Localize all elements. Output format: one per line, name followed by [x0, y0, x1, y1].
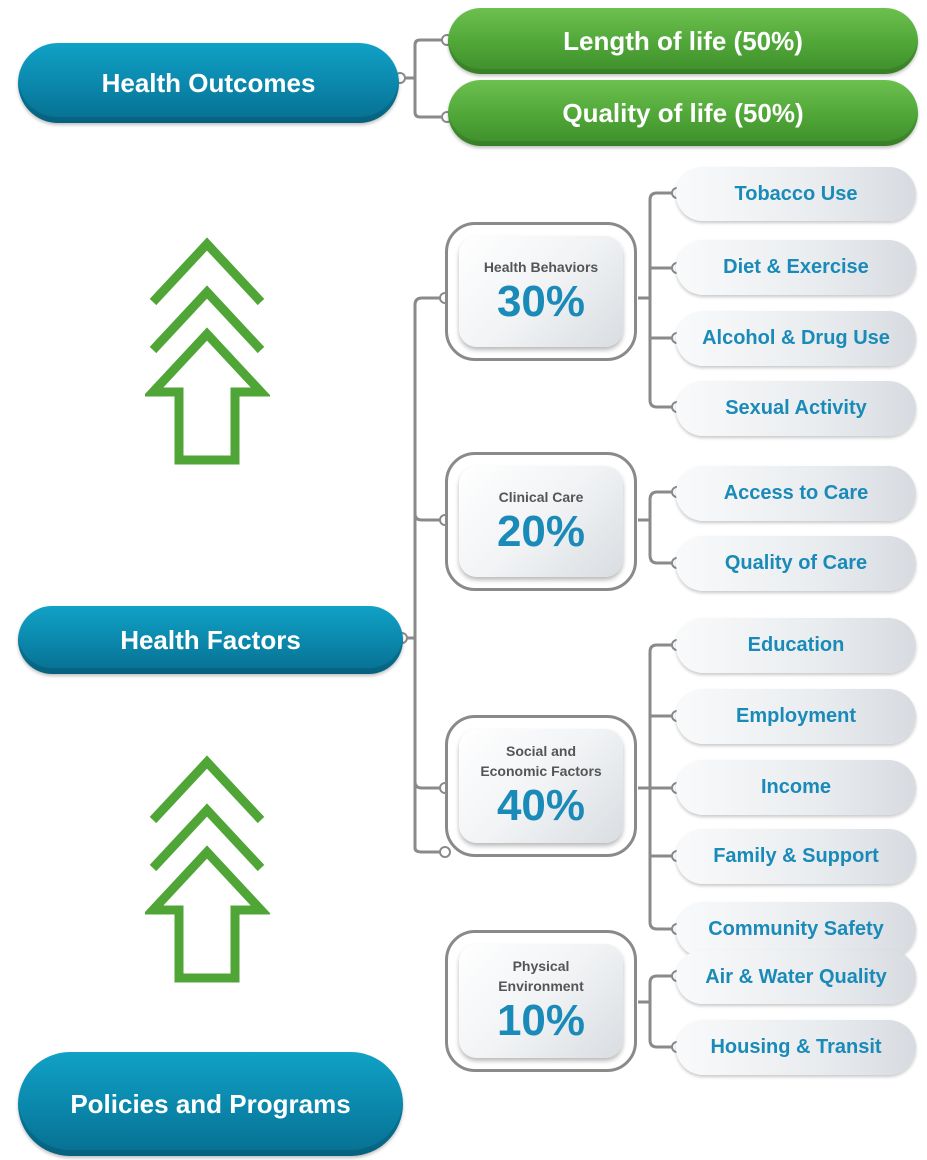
factor-item-label: Alcohol & Drug Use — [702, 327, 890, 349]
outcome-quality-of-life: Quality of life (50%) — [448, 80, 918, 146]
factor-item-label: Tobacco Use — [734, 182, 858, 205]
health-outcomes-pill: Health Outcomes — [18, 43, 399, 123]
factor-item-quality-of-care: Quality of Care — [676, 536, 916, 591]
category-title: Physical Environment — [498, 958, 584, 994]
category-physical-environment: Physical Environment 10% — [445, 930, 637, 1072]
factor-item-label: Housing & Transit — [710, 1036, 882, 1058]
factor-item-alcohol-drug-use: Alcohol & Drug Use — [676, 311, 916, 366]
factor-item-label: Income — [760, 776, 832, 798]
factor-item-sexual-activity: Sexual Activity — [676, 381, 916, 436]
factor-item-family-support: Family & Support — [676, 829, 916, 884]
factor-item-label: Diet & Exercise — [723, 256, 869, 278]
factor-item-label: Air & Water Quality — [705, 965, 887, 988]
factor-item-air-water-quality: Air & Water Quality — [676, 950, 916, 1004]
category-percent: 40% — [496, 781, 586, 830]
policies-programs-pill: Policies and Programs — [18, 1052, 403, 1156]
factor-item-tobacco-use: Tobacco Use — [676, 167, 916, 221]
category-percent: 10% — [496, 996, 586, 1045]
outcome-item-label: Length of life (50%) — [563, 25, 803, 56]
category-social-economic: Social and Economic Factors 40% — [445, 715, 637, 857]
factor-item-label: Family & Support — [713, 845, 879, 867]
factor-item-employment: Employment — [676, 689, 916, 744]
factor-item-label: Education — [747, 634, 845, 656]
factor-item-housing-transit: Housing & Transit — [676, 1020, 916, 1075]
health-outcomes-label: Health Outcomes — [101, 67, 316, 98]
factor-item-access-to-care: Access to Care — [676, 466, 916, 521]
factor-item-community-safety: Community Safety — [676, 902, 916, 957]
category-health-behaviors: Health Behaviors 30% — [445, 222, 637, 361]
category-clinical-care: Clinical Care 20% — [445, 452, 637, 591]
factor-item-label: Sexual Activity — [725, 397, 867, 419]
policies-programs-label: Policies and Programs — [70, 1088, 351, 1119]
factor-item-label: Access to Care — [723, 482, 869, 504]
category-percent: 20% — [496, 506, 586, 556]
up-arrow-icon-top — [145, 237, 270, 465]
category-title: Health Behaviors — [483, 258, 599, 275]
health-factors-label: Health Factors — [120, 624, 301, 655]
factor-item-label: Quality of Care — [724, 552, 868, 574]
category-title: Clinical Care — [498, 488, 584, 505]
category-title: Social and Economic Factors — [480, 743, 602, 779]
up-arrow-icon-bottom — [145, 755, 270, 983]
factor-item-label: Employment — [735, 705, 857, 727]
factor-item-label: Community Safety — [708, 918, 884, 940]
health-factors-pill: Health Factors — [18, 606, 403, 674]
outcome-item-label: Quality of life (50%) — [562, 97, 804, 128]
factor-item-diet-exercise: Diet & Exercise — [676, 240, 916, 295]
category-percent: 30% — [496, 276, 586, 326]
factor-item-income: Income — [676, 760, 916, 815]
factor-item-education: Education — [676, 618, 916, 673]
outcome-length-of-life: Length of life (50%) — [448, 8, 918, 74]
